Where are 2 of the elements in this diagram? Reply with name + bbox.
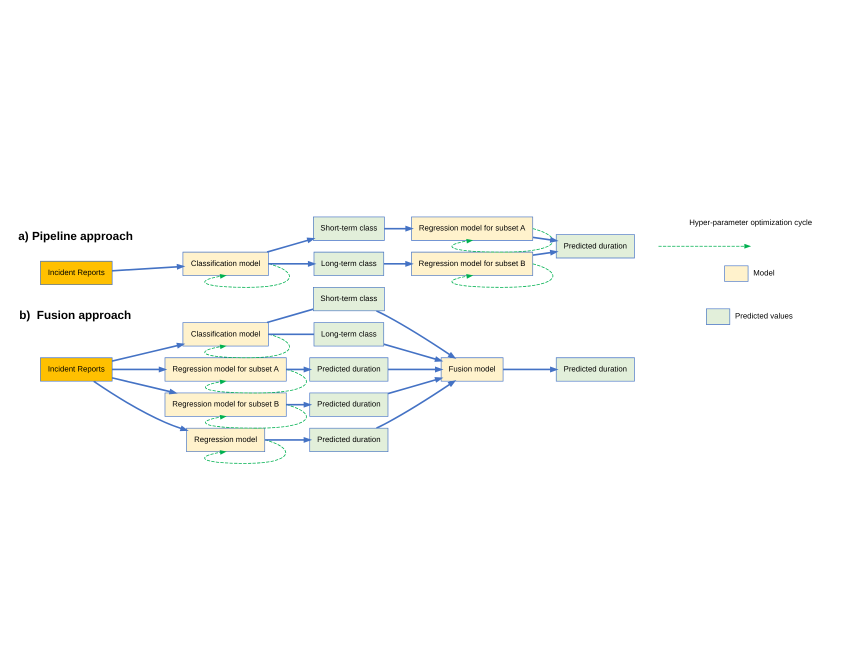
label: b) Fusion approach [19,308,132,322]
label: a) Pipeline approach [18,229,133,242]
